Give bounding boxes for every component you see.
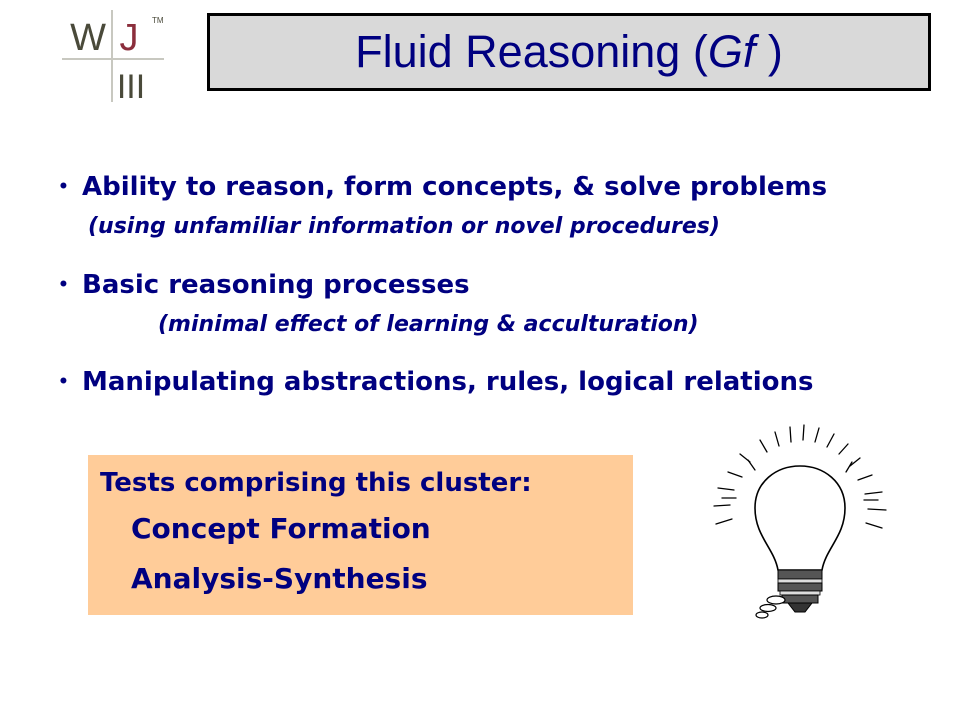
bullet-dot: • — [58, 275, 69, 295]
title-box: Fluid Reasoning (Gf ) — [207, 13, 931, 91]
bullet-item: • Ability to reason, form concepts, & sol… — [58, 172, 827, 202]
title-suffix: ) — [755, 26, 783, 77]
bullet-text: Basic reasoning processes — [82, 270, 470, 300]
bullet-subtext: (minimal effect of learning & acculturat… — [158, 312, 699, 337]
wj-logo: W J TM III — [60, 10, 170, 105]
page-title: Fluid Reasoning (Gf ) — [355, 26, 783, 78]
logo-trademark: TM — [152, 16, 164, 25]
wj-logo-icon: W J TM III — [62, 10, 164, 105]
bullet-item: • Basic reasoning processes — [58, 270, 470, 300]
tests-box: Tests comprising this cluster: Concept F… — [88, 455, 633, 615]
bullet-dot: • — [58, 372, 69, 392]
bullet-dot: • — [58, 177, 69, 197]
title-prefix: Fluid Reasoning ( — [355, 26, 708, 77]
tests-heading: Tests comprising this cluster: — [100, 468, 532, 498]
logo-letter-w: W — [70, 17, 106, 59]
light-bulb-illustration — [700, 420, 910, 625]
logo-letter-j: J — [120, 17, 139, 59]
bullet-text: Manipulating abstractions, rules, logica… — [82, 367, 814, 397]
test-item-analysis-synthesis: Analysis-Synthesis — [131, 562, 428, 595]
bullet-text: Ability to reason, form concepts, & solv… — [82, 172, 828, 202]
test-item-concept-formation: Concept Formation — [131, 512, 431, 545]
bullet-item: • Manipulating abstractions, rules, logic… — [58, 367, 814, 397]
bullet-subtext: (using unfamiliar information or novel p… — [88, 214, 720, 239]
logo-numeral: III — [117, 68, 145, 105]
title-italic: Gf — [707, 26, 756, 77]
light-bulb-icon — [713, 424, 887, 619]
